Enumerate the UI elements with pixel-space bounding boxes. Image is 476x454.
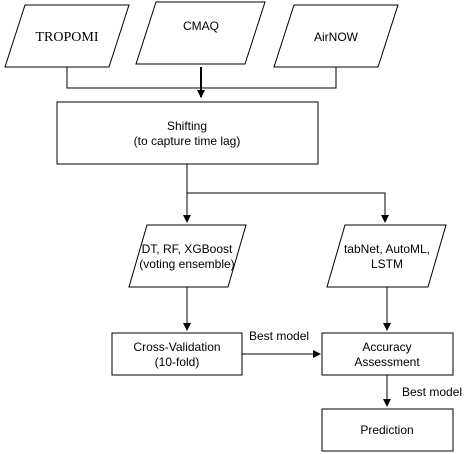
node-cross-validation: Cross-Validation (10-fold) <box>111 332 243 376</box>
edge-shifting-to-dl-models <box>187 192 389 223</box>
node-cross-validation-line-1: Cross-Validation <box>133 340 220 354</box>
edge-label-cv-best-model: Best model <box>249 329 309 343</box>
node-tropomi-label: TROPOMI <box>35 30 98 45</box>
node-airnow-label: AirNOW <box>314 30 359 44</box>
node-shifting-line-2: (to capture time lag) <box>134 134 241 148</box>
node-accuracy-line-1: Accuracy <box>362 340 411 354</box>
edge-tropomi-to-shifting <box>66 67 201 89</box>
node-accuracy-line-2: Assessment <box>354 355 420 369</box>
node-ml-models-line-2: (voting ensemble) <box>139 257 234 271</box>
node-cmaq: CMAQ <box>135 1 266 65</box>
node-ml-models: DT, RF, XGBoost (voting ensemble) <box>128 224 247 288</box>
node-shifting: Shifting (to capture time lag) <box>56 101 319 165</box>
node-cmaq-label: CMAQ <box>183 19 219 33</box>
node-airnow: AirNOW <box>273 4 399 68</box>
node-dl-models: tabNet, AutoML, LSTM <box>326 224 447 288</box>
node-tropomi: TROPOMI <box>4 4 130 68</box>
node-ml-models-line-1: DT, RF, XGBoost <box>142 242 233 256</box>
node-dl-models-line-2: LSTM <box>371 257 403 271</box>
node-prediction-label: Prediction <box>360 423 413 437</box>
node-cross-validation-line-2: (10-fold) <box>155 355 200 369</box>
node-prediction: Prediction <box>321 408 454 452</box>
edge-airnow-to-shifting <box>201 67 337 89</box>
node-shifting-line-1: Shifting <box>167 119 207 133</box>
edge-label-accuracy-best-model: Best model <box>402 385 462 399</box>
node-accuracy-assessment: Accuracy Assessment <box>321 332 454 376</box>
node-dl-models-line-1: tabNet, AutoML, <box>344 242 430 256</box>
